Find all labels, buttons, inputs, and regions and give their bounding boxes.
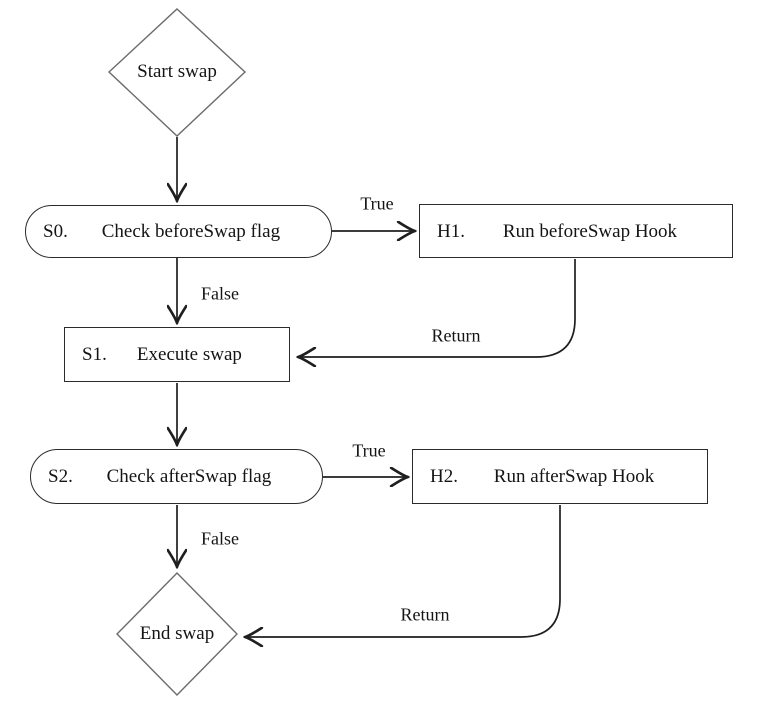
node-s1-id: S1. <box>82 344 107 365</box>
edge-label-h1-return: Return <box>431 325 481 346</box>
node-h1-label: Run beforeSwap Hook <box>502 220 678 242</box>
start-node-label: Start swap <box>137 61 217 82</box>
end-node-label: End swap <box>139 623 215 644</box>
edge-label-s0-true: True <box>360 193 394 214</box>
edge-label-s2-true: True <box>352 440 386 461</box>
start-diamond-shape <box>107 8 247 137</box>
node-h2-run-afterswap-hook: H2. Run afterSwap Hook <box>412 449 708 504</box>
edge-h2-end-return <box>246 505 561 637</box>
node-s0-label: Check beforeSwap flag <box>101 221 281 242</box>
node-s1-label: Execute swap <box>136 344 242 365</box>
node-s1-execute-swap: S1. Execute swap <box>64 327 290 382</box>
edge-label-s2-false: False <box>201 528 239 549</box>
node-s2-id: S2. <box>48 466 73 487</box>
end-diamond-shape <box>116 572 238 696</box>
node-s2-check-afterswap-flag: S2. Check afterSwap flag <box>30 449 323 504</box>
edge-h1-s1-return <box>299 259 576 357</box>
edge-label-h2-return: Return <box>400 604 450 625</box>
node-h1-run-beforeswap-hook: H1. Run beforeSwap Hook <box>419 204 733 258</box>
node-h2-label: Run afterSwap Hook <box>493 466 655 487</box>
node-s0-id: S0. <box>43 221 68 242</box>
node-h1-id: H1. <box>437 220 465 242</box>
node-h2-id: H2. <box>430 466 458 487</box>
node-s2-label: Check afterSwap flag <box>106 466 272 487</box>
node-s0-check-beforeswap-flag: S0. Check beforeSwap flag <box>25 205 332 258</box>
edge-label-s0-false: False <box>201 283 239 304</box>
